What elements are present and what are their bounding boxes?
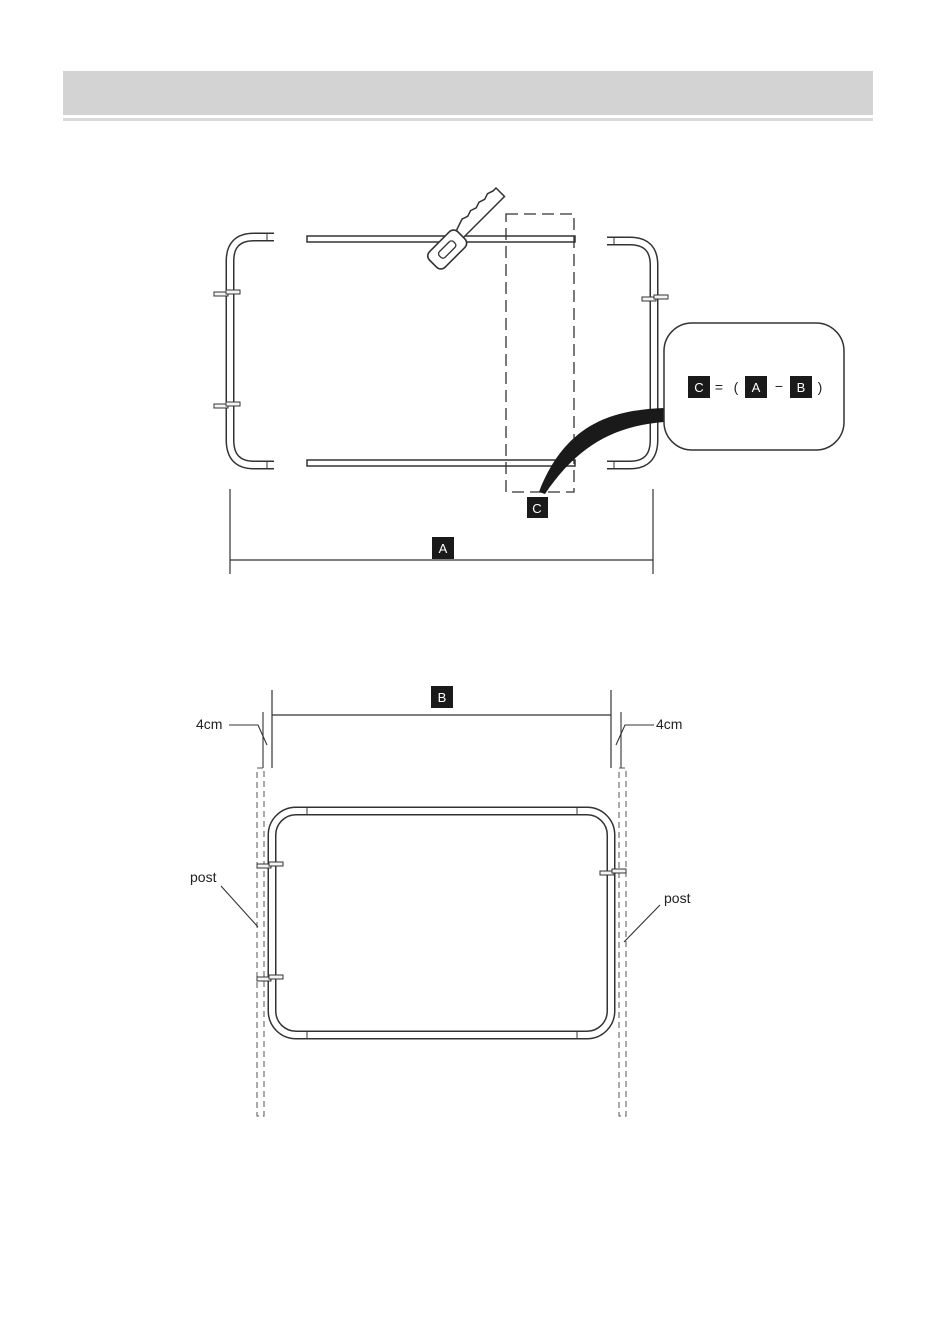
clamp-icon [257,862,283,868]
callout-pointer [539,408,664,494]
left-post-label: post [190,869,217,885]
offset-markers [229,712,654,768]
label-c: C [532,501,541,516]
post-leaders [221,886,660,942]
clamp-icon [214,290,240,296]
left-post [257,768,264,1116]
left-offset-label: 4cm [196,716,222,732]
clamp-icon [642,295,668,301]
right-frame-section [607,237,654,469]
right-post [619,768,626,1116]
label-b: B [438,690,447,705]
cut-diagram: C = ( A − B ) C A [214,187,844,574]
install-diagram: B 4cm 4cm [190,686,691,1116]
left-frame-section [230,233,274,469]
formula-c-badge: C [694,380,703,395]
right-post-label: post [664,890,691,906]
formula: C = ( A − B ) [688,376,822,398]
formula-open-paren: ( [734,379,739,395]
clamp-icon [600,869,626,875]
clamp-icon [257,975,283,981]
formula-a-badge: A [752,380,761,395]
saw-icon [425,187,510,272]
middle-tubes [307,236,575,466]
formula-minus: − [775,378,783,394]
dimension-a [230,489,653,574]
assembled-frame [272,807,611,1039]
formula-close-paren: ) [818,379,823,395]
formula-equals: = [715,379,723,395]
formula-b-badge: B [797,380,806,395]
clamp-icon [214,402,240,408]
label-a: A [439,541,448,556]
right-offset-label: 4cm [656,716,682,732]
